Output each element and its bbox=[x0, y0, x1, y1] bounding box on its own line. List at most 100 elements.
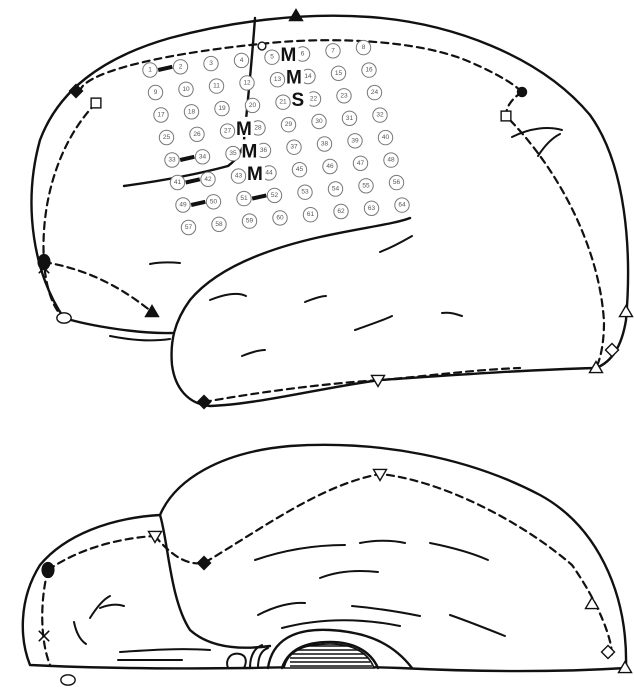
electrode: 34 bbox=[195, 150, 209, 164]
electrode-number: 36 bbox=[260, 147, 268, 154]
electrode: 25 bbox=[159, 130, 173, 144]
function-letter: M bbox=[281, 45, 297, 66]
electrode-number: 57 bbox=[185, 224, 193, 231]
electrode-number: 31 bbox=[346, 115, 354, 122]
electrode-number: 6 bbox=[301, 51, 305, 58]
electrode-number: 21 bbox=[279, 99, 287, 106]
paired-electrode-bar bbox=[180, 157, 194, 160]
electrode: 10 bbox=[179, 82, 193, 96]
electrode-number: 47 bbox=[357, 160, 365, 167]
electrode-number: 41 bbox=[174, 179, 182, 186]
electrode: 45 bbox=[292, 163, 306, 177]
electrode-number: 50 bbox=[210, 198, 218, 205]
electrode: 38 bbox=[317, 137, 331, 151]
sulcus-8 bbox=[242, 350, 265, 356]
sulcus-7 bbox=[442, 313, 462, 316]
open-oval-marker bbox=[61, 675, 75, 685]
medial-outline bbox=[23, 445, 626, 671]
sulcus-6 bbox=[355, 316, 392, 330]
electrode: 54 bbox=[328, 182, 342, 196]
electrode-number: 30 bbox=[315, 118, 323, 125]
electrode-number: 61 bbox=[307, 211, 315, 218]
electrode-number: 4 bbox=[240, 57, 244, 64]
medial-sulcus-6 bbox=[450, 615, 505, 636]
lateral-boundary-sylvian bbox=[44, 262, 152, 312]
electrode-number: 16 bbox=[365, 67, 373, 74]
electrode: 1 bbox=[143, 63, 157, 77]
filled-circle-marker bbox=[517, 87, 526, 96]
electrode-number: 38 bbox=[321, 141, 329, 148]
electrode-number: 42 bbox=[204, 176, 212, 183]
electrode-number: 46 bbox=[326, 163, 334, 170]
electrode-number: 17 bbox=[157, 112, 165, 119]
electrode-number: 53 bbox=[301, 189, 309, 196]
electrode: 59 bbox=[242, 214, 256, 228]
electrode-number: 28 bbox=[254, 124, 262, 131]
electrode-number: 52 bbox=[271, 192, 279, 199]
electrode: 51 bbox=[237, 191, 251, 205]
electrode-number: 51 bbox=[240, 195, 248, 202]
electrode: 15 bbox=[331, 66, 345, 80]
electrode: 24 bbox=[367, 85, 381, 99]
lateral-boundary-front bbox=[43, 103, 96, 318]
electrode: 46 bbox=[323, 159, 337, 173]
electrode: 56 bbox=[389, 175, 403, 189]
electrode-grid: 1234567891011121314151617181920212223242… bbox=[143, 40, 409, 234]
electrode: 4 bbox=[234, 53, 248, 67]
medial-boundary-top-left bbox=[48, 536, 155, 570]
electrode-number: 63 bbox=[368, 205, 376, 212]
electrode-number: 48 bbox=[387, 157, 395, 164]
electrode: 11 bbox=[209, 79, 223, 93]
electrode: 60 bbox=[273, 211, 287, 225]
medial-sulcus-12 bbox=[282, 620, 400, 628]
electrode: 18 bbox=[184, 105, 198, 119]
sulcus-9 bbox=[305, 296, 326, 302]
electrode: 5 bbox=[265, 50, 279, 64]
electrode-number: 32 bbox=[376, 112, 384, 119]
medial-sulcus-3 bbox=[430, 543, 488, 560]
electrode-number: 29 bbox=[285, 121, 293, 128]
electrode: 13 bbox=[270, 73, 284, 87]
open-oval-marker bbox=[57, 313, 71, 323]
open-diamond-marker bbox=[606, 344, 619, 357]
electrode-number: 60 bbox=[276, 214, 284, 221]
electrode-number: 12 bbox=[243, 79, 251, 86]
electrode-number: 5 bbox=[270, 54, 274, 61]
electrode: 57 bbox=[181, 220, 195, 234]
electrode: 3 bbox=[204, 56, 218, 70]
electrode-number: 14 bbox=[304, 73, 312, 80]
open-square-marker bbox=[91, 98, 101, 108]
sulcus-4 bbox=[380, 236, 412, 252]
electrode-number: 34 bbox=[199, 153, 207, 160]
electrode-number: 55 bbox=[362, 182, 370, 189]
electrode-number: 43 bbox=[235, 173, 243, 180]
electrode-number: 59 bbox=[246, 218, 254, 225]
electrode-number: 18 bbox=[188, 108, 196, 115]
open-triangle-marker bbox=[620, 306, 633, 317]
electrode-number: 19 bbox=[218, 105, 226, 112]
paired-electrode-bar bbox=[252, 195, 266, 198]
electrode: 29 bbox=[281, 118, 295, 132]
electrode: 48 bbox=[384, 153, 398, 167]
electrode-number: 40 bbox=[382, 134, 390, 141]
paired-electrode-bar bbox=[191, 202, 205, 205]
filled-triangle-marker bbox=[290, 10, 303, 21]
function-letter: M bbox=[236, 119, 252, 140]
electrode: 41 bbox=[170, 175, 184, 189]
electrode-number: 23 bbox=[340, 92, 348, 99]
electrode: 61 bbox=[303, 208, 317, 222]
filled-oval-marker bbox=[42, 563, 54, 578]
electrode-number: 58 bbox=[215, 221, 223, 228]
electrode-number: 9 bbox=[154, 89, 158, 96]
electrode: 21 bbox=[276, 95, 290, 109]
electrode-number: 22 bbox=[310, 96, 318, 103]
electrode: 7 bbox=[326, 44, 340, 58]
filled-oval-marker bbox=[38, 255, 50, 270]
medial-sulcus-10 bbox=[120, 649, 210, 652]
electrode-number: 11 bbox=[213, 83, 220, 90]
open-circle-marker bbox=[258, 42, 266, 50]
electrode: 64 bbox=[395, 198, 409, 212]
medial-blob bbox=[227, 654, 246, 668]
sulcus-3 bbox=[150, 262, 180, 264]
electrode: 26 bbox=[190, 127, 204, 141]
